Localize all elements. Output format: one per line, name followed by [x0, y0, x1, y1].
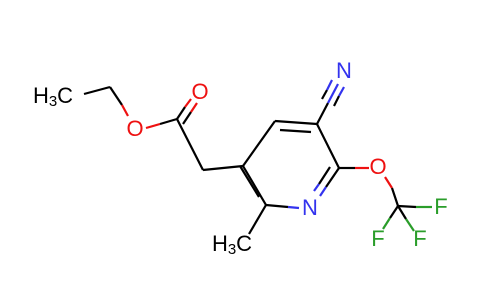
bond-cf3-f3	[397, 205, 407, 220]
bond-c-eq-o-a	[176, 106, 186, 120]
bond-c5-cn	[316, 102, 329, 125]
bond-triple-2-blue	[338, 86, 345, 97]
bond-cf3-f3-green	[405, 218, 415, 232]
bond-cf3-f1	[397, 204, 417, 209]
bond-cf3-f2	[389, 205, 399, 219]
ring-bond-n-c2-blue	[287, 205, 300, 210]
bond-o-cf3	[390, 187, 400, 207]
ring-bond-c5-c6	[316, 123, 340, 169]
atom-ester-o: O	[126, 116, 143, 141]
ring-bond-c2-c3	[242, 165, 267, 206]
atom-labels: H3C O O N N O F F F H3C	[33, 58, 448, 258]
bond-triple-1	[321, 89, 328, 100]
ring-bond-n-c2	[265, 203, 289, 209]
bond-c-eq-o-b	[182, 111, 192, 125]
bonds	[83, 79, 432, 235]
bond-cf3-f2-green	[382, 217, 391, 230]
ring-bond-c3-c4	[242, 120, 276, 167]
ring-bond-c6-n-inner-blue	[313, 183, 320, 192]
bond-c-eq-o-b-red	[190, 102, 198, 113]
bond-o-cf3-red	[384, 176, 393, 189]
atom-ring-methyl: H3C	[212, 231, 252, 258]
bond-c-eq-o-a-red	[184, 98, 192, 108]
ring-bond-c2-c3-inner	[239, 165, 260, 198]
atom-fluorine-1: F	[434, 194, 447, 219]
bond-ch2-ring	[202, 164, 244, 172]
ring-bond-c6-n-blue	[319, 186, 327, 197]
bond-carbonyl-ch2	[176, 118, 204, 171]
bond-c5-cn-blue	[327, 83, 339, 104]
bond-triple-1-blue	[326, 79, 333, 91]
atom-ether-o: O	[369, 154, 386, 179]
ring-bond-c6-n	[325, 167, 340, 188]
atom-nitrile-n: N	[336, 58, 352, 83]
ring-bond-c4-c5-inner	[279, 128, 312, 134]
bond-c2-methyl	[248, 204, 267, 235]
atom-fluorine-2: F	[371, 226, 384, 251]
atom-ring-n: N	[302, 195, 318, 220]
ring-bond-c4-c5	[274, 119, 318, 126]
atom-carbonyl-o: O	[191, 79, 208, 104]
bond-o-carbonyl	[159, 117, 178, 126]
atom-fluorine-3: F	[413, 226, 426, 251]
bond-ch3-ch2	[83, 85, 111, 96]
atom-ethyl-ch3: H3C	[33, 83, 73, 110]
bond-ch2-o	[109, 86, 123, 106]
bond-ch2-o-red	[121, 104, 129, 117]
ring-bond-c6-n-inner	[318, 166, 331, 185]
bond-triple-2	[333, 95, 340, 107]
bond-o-carbonyl-red	[145, 122, 161, 130]
